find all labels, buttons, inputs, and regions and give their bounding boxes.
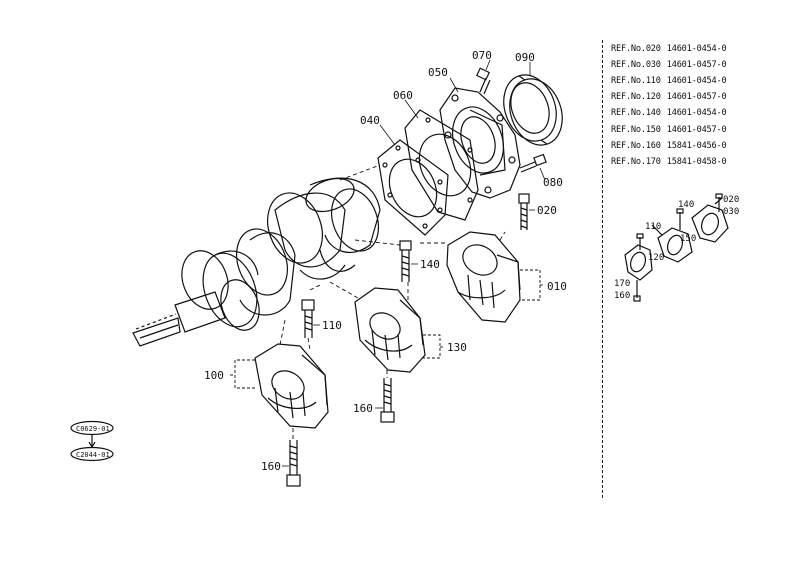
callout-160-upper: 160	[353, 402, 373, 415]
ref-number: REF.No.110	[611, 76, 661, 87]
bolt-110	[301, 299, 315, 338]
part-code: 15841-0458-0	[666, 156, 727, 167]
ref-row: REF.No.120 14601-0457-0	[611, 92, 727, 103]
panel-divider	[602, 40, 603, 498]
ref-number: REF.No.120	[611, 92, 661, 103]
inset-label-170: 170	[614, 279, 630, 289]
assembly-lines	[279, 164, 506, 440]
page-ref-top-oval	[70, 420, 114, 436]
oil-seal-090	[503, 74, 563, 146]
callout-060: 060	[393, 89, 413, 102]
callout-140: 140	[420, 258, 440, 271]
part-code: 15841-0456-0	[666, 140, 727, 151]
callout-070: 070	[472, 49, 492, 62]
bearing-housing-130	[354, 287, 426, 373]
ref-row: REF.No.140 14601-0454-0	[611, 108, 727, 119]
ref-row: REF.No.160 15841-0456-0	[611, 140, 727, 151]
crankshaft	[132, 177, 381, 347]
inset-label-140: 140	[678, 200, 694, 210]
ref-number: REF.No.150	[611, 124, 661, 135]
ref-row: REF.No.150 14601-0457-0	[611, 124, 727, 135]
callout-040: 040	[360, 114, 380, 127]
part-code: 14601-0454-0	[666, 76, 727, 87]
ref-row: REF.No.030 14601-0457-0	[611, 60, 727, 71]
bolt-160-upper	[380, 378, 395, 423]
page-ref-bottom-oval	[70, 446, 114, 462]
seal-housing-050	[439, 87, 521, 199]
inset-label-030: 030	[723, 207, 739, 217]
bolt-160-lower	[286, 440, 301, 487]
ref-row: REF.No.170 15841-0458-0	[611, 156, 727, 167]
gasket-040	[377, 139, 449, 236]
ref-number: REF.No.170	[611, 156, 661, 167]
callout-010: 010	[547, 280, 567, 293]
ref-row: REF.No.020 14601-0454-0	[611, 44, 727, 54]
part-code: 14601-0457-0	[666, 124, 727, 135]
part-code: 14601-0454-0	[666, 108, 727, 119]
ref-number: REF.No.160	[611, 140, 661, 151]
callout-020: 020	[537, 204, 557, 217]
inset-label-120: 120	[648, 253, 664, 263]
page-ref-top: C0629-01	[76, 425, 110, 433]
leader-lines	[282, 59, 546, 467]
bolt-080	[519, 153, 547, 173]
ref-number: REF.No.030	[611, 60, 661, 71]
group-brackets	[230, 269, 545, 389]
inset-label-020: 020	[723, 195, 739, 205]
bearing-housing-010	[446, 231, 521, 323]
inset-sub-assembly	[624, 193, 729, 302]
callout-080: 080	[543, 176, 563, 189]
ref-number: REF.No.020	[611, 44, 661, 54]
bolt-020	[518, 193, 530, 230]
inset-label-110: 110	[645, 222, 661, 232]
ref-number: REF.No.140	[611, 108, 661, 119]
callout-130: 130	[447, 341, 467, 354]
callout-050: 050	[428, 66, 448, 79]
callout-160-lower: 160	[261, 460, 281, 473]
callout-100: 100	[204, 369, 224, 382]
page-ref-bottom: C2044-01	[76, 451, 110, 459]
part-code: 14601-0457-0	[666, 92, 727, 103]
ref-row: REF.No.110 14601-0454-0	[611, 76, 727, 87]
bolt-070	[475, 67, 491, 95]
callout-110: 110	[322, 319, 342, 332]
inset-label-150: 150	[680, 234, 696, 244]
gasket-060	[404, 109, 479, 221]
inset-label-160: 160	[614, 291, 630, 301]
part-code: 14601-0454-0	[666, 44, 727, 54]
bearing-housing-100	[254, 343, 329, 429]
bolt-140	[399, 240, 412, 282]
callout-090: 090	[515, 51, 535, 64]
part-code: 14601-0457-0	[666, 60, 727, 71]
